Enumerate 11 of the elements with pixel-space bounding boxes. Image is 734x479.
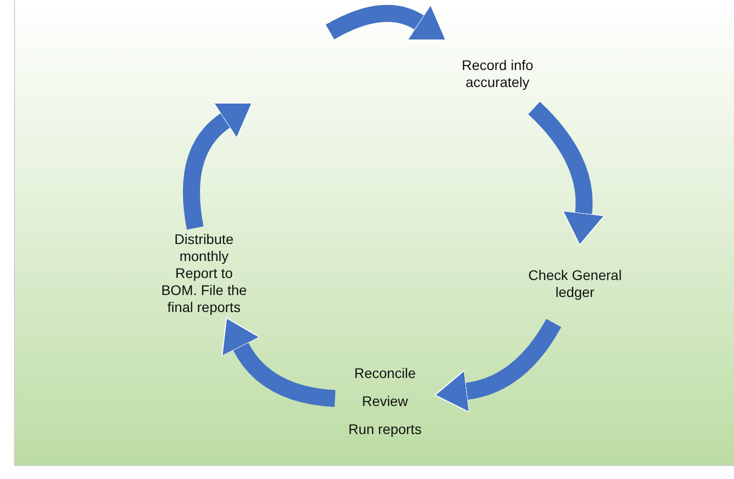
step-label: Run reports <box>348 420 422 438</box>
step-label: Record info accurately <box>460 57 534 91</box>
step-label: Check General ledger <box>527 267 623 301</box>
curved-arrow <box>182 101 252 230</box>
curved-arrow <box>528 102 605 246</box>
curved-arrow <box>326 4 448 42</box>
curved-arrow <box>222 318 336 407</box>
step-label: Reconcile <box>354 364 416 382</box>
step-label: Distribute monthly Report to BOM. File the final reports <box>160 230 248 316</box>
curved-arrow <box>434 318 562 412</box>
step-label: Review <box>362 392 408 410</box>
